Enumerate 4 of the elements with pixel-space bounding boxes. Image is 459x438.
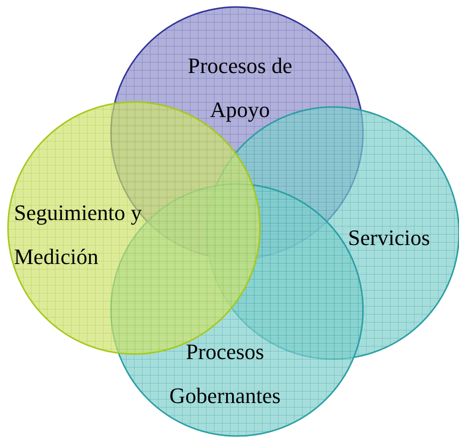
circle-label: Seguimiento y Medición bbox=[14, 199, 142, 271]
circle-label: Procesos de Apoyo bbox=[186, 52, 294, 124]
circle-label: Servicios bbox=[348, 224, 431, 252]
circle-label: Procesos Gobernantes bbox=[168, 338, 282, 410]
